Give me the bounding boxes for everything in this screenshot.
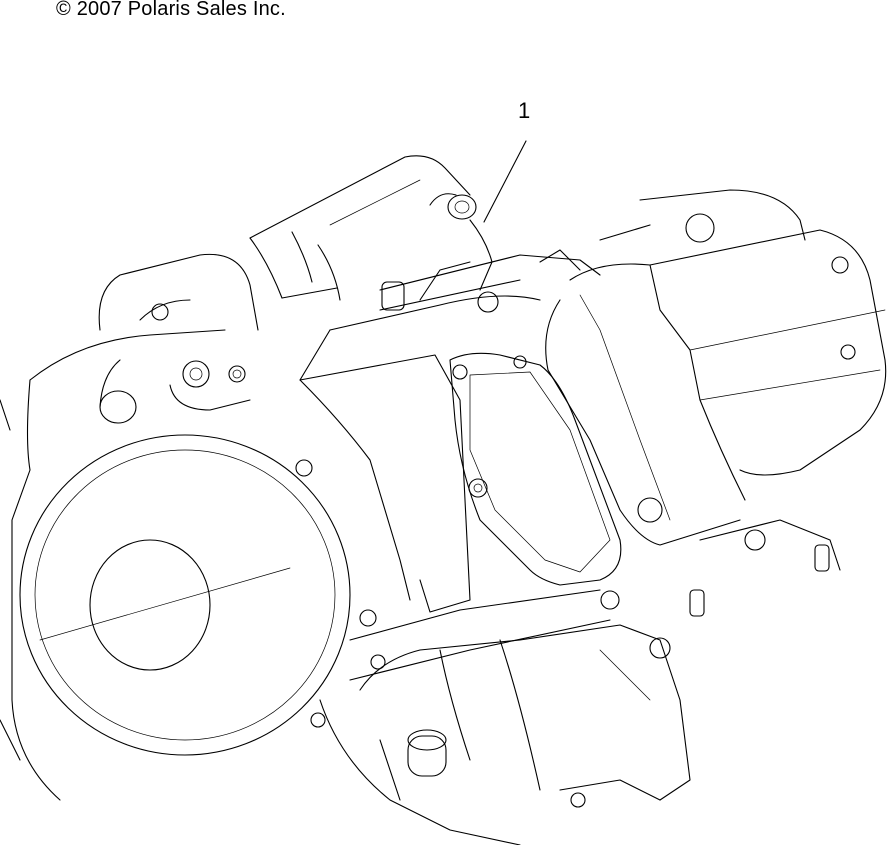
gearcase [319, 590, 691, 845]
center-cover [449, 352, 622, 586]
callout-leader-1 [483, 140, 527, 223]
starter-endcap [26, 253, 259, 471]
cylinder-head [545, 189, 887, 617]
copyright-text: © 2007 Polaris Sales Inc. [56, 0, 286, 20]
callout-number-1: 1 [518, 98, 531, 123]
crankcase [295, 295, 611, 728]
stator-cover [0, 360, 351, 801]
starter-motor [249, 155, 493, 301]
intake-manifold [379, 224, 651, 313]
